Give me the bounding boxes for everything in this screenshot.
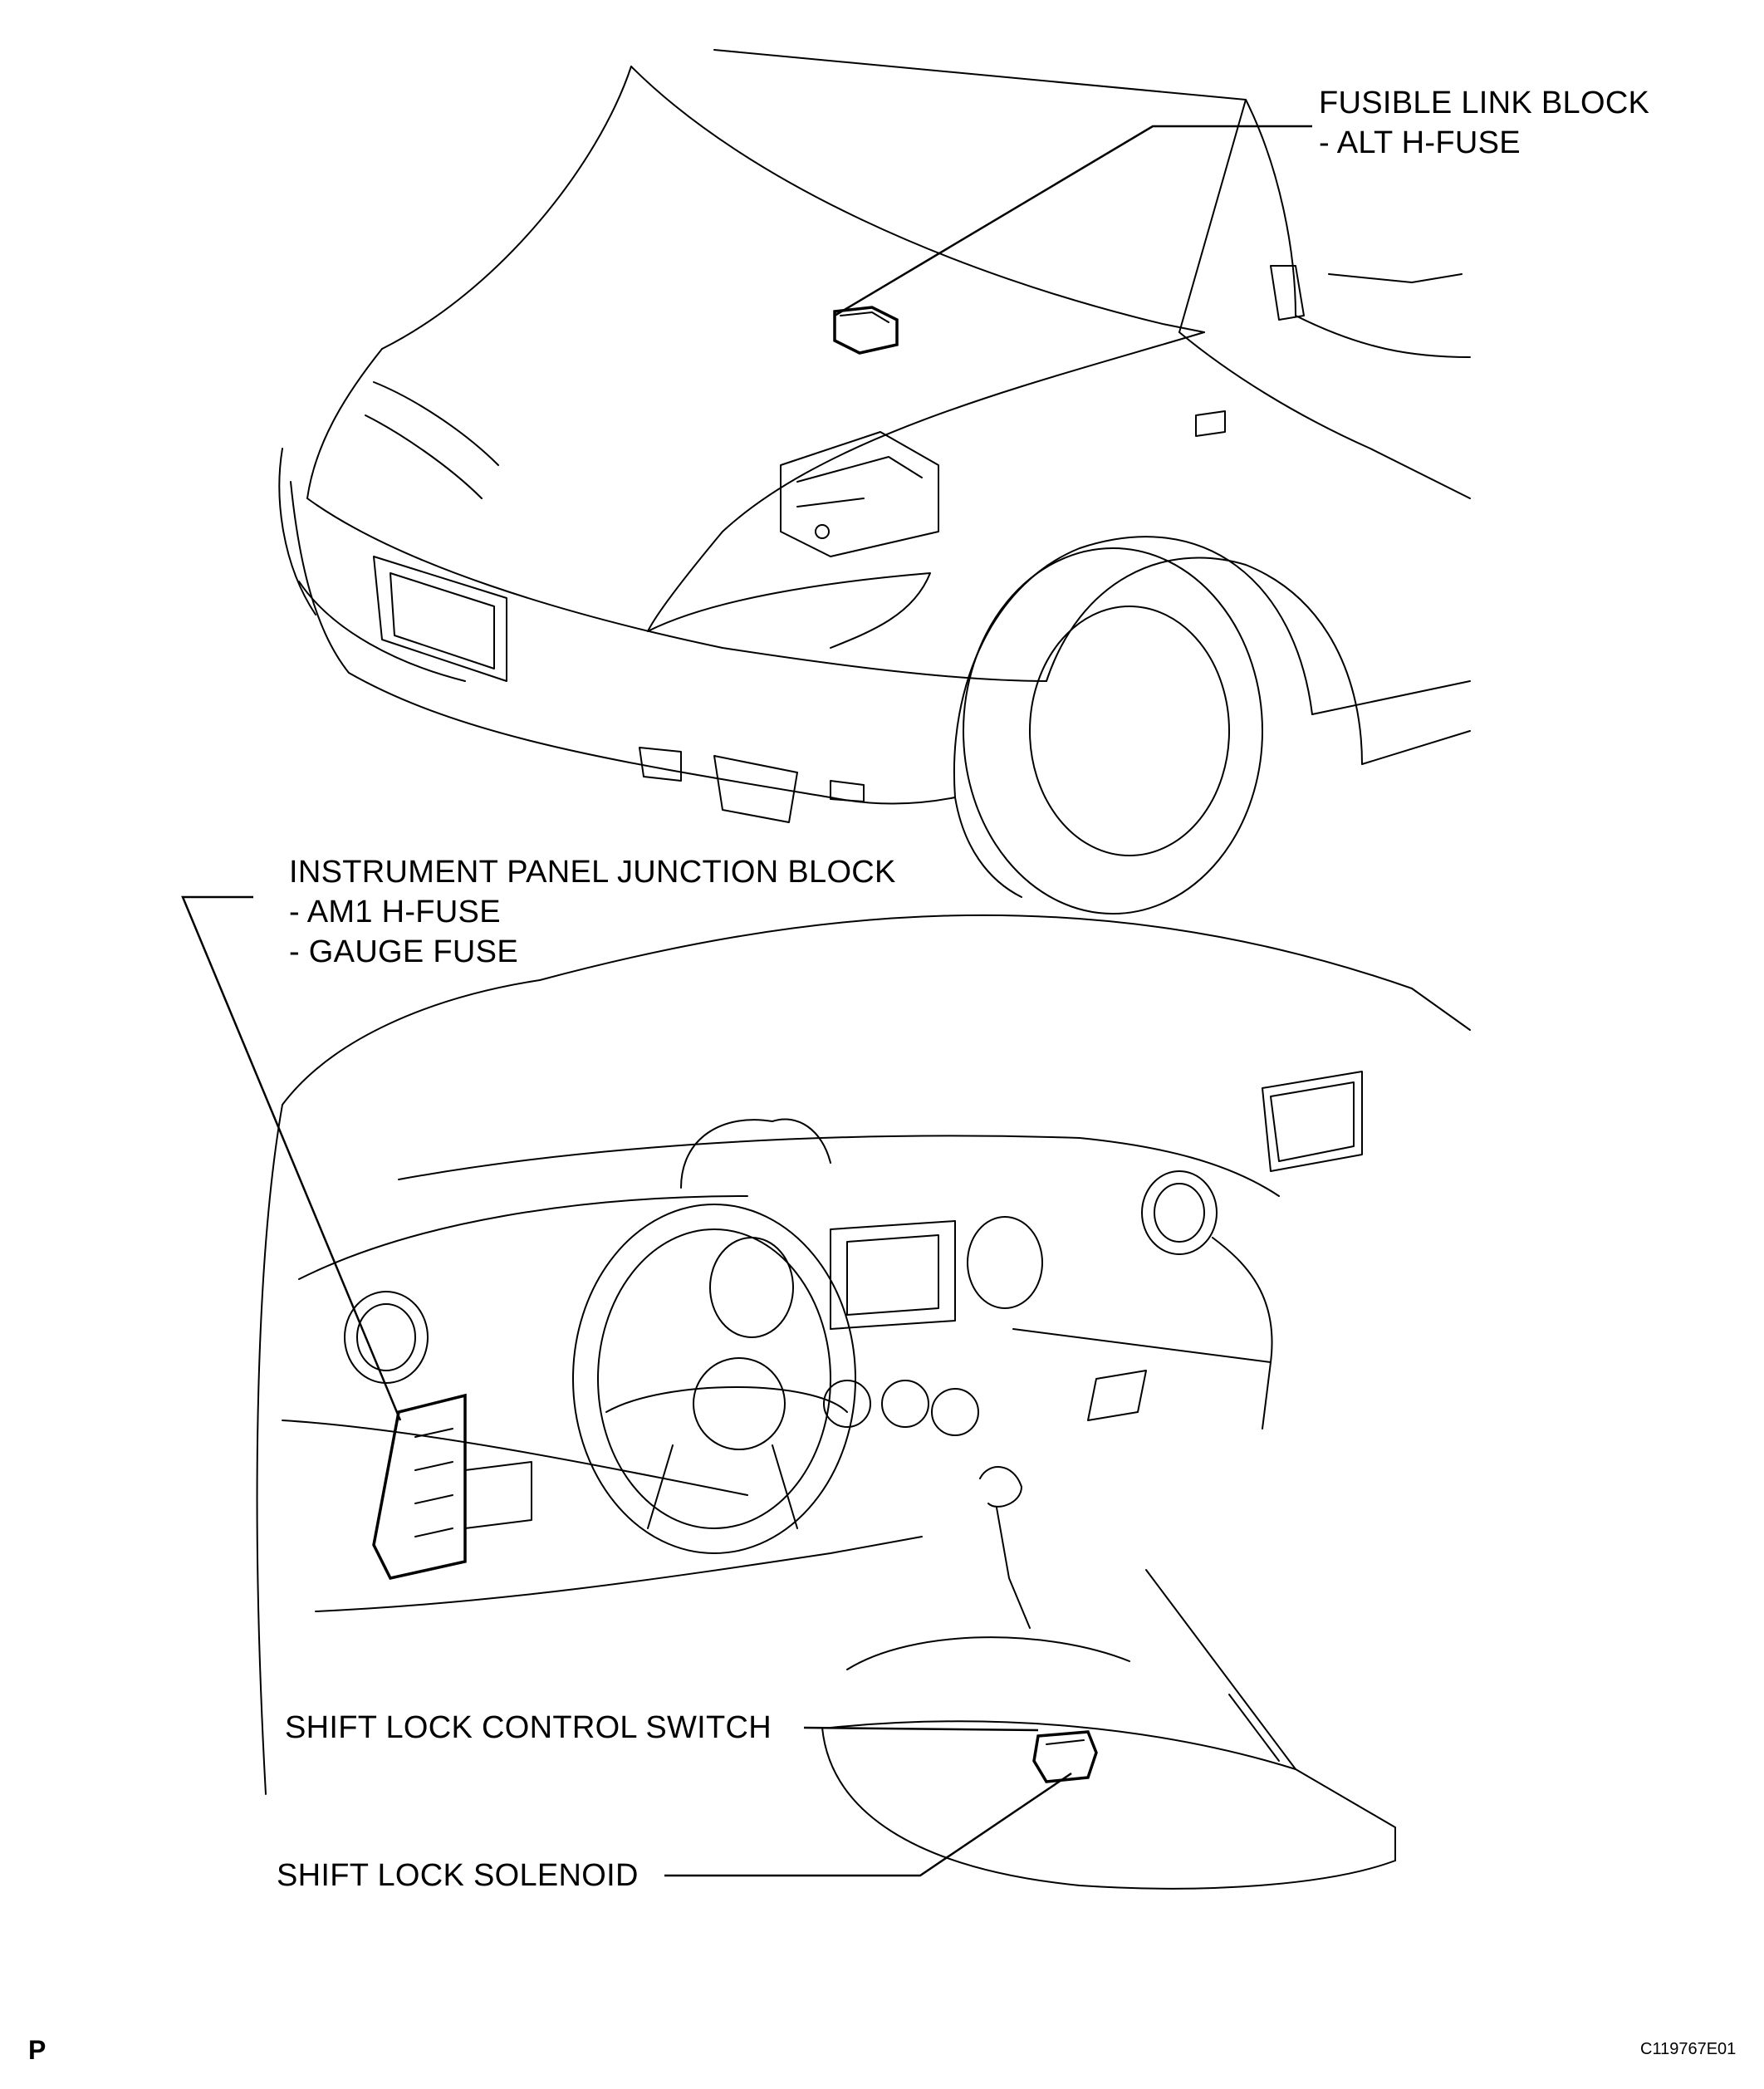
figure-code: C119767E01 <box>1640 2040 1737 2058</box>
fusible-link-item-alt: - ALT H-FUSE <box>1319 125 1521 160</box>
fusible-link-leader <box>834 125 1312 317</box>
fusible-link-title: FUSIBLE LINK BLOCK <box>1319 86 1650 120</box>
vehicle-front-illustration <box>278 49 1471 915</box>
ip-junction-label: INSTRUMENT PANEL JUNCTION BLOCK - AM1 H-… <box>289 852 896 972</box>
ip-junction-item-am1: - AM1 H-FUSE <box>289 895 501 929</box>
fusible-link-label: FUSIBLE LINK BLOCK - ALT H-FUSE <box>1319 83 1649 163</box>
instrument-panel-illustration <box>256 914 1471 1890</box>
ip-junction-item-gauge: - GAUGE FUSE <box>289 934 518 969</box>
ip-junction-title: INSTRUMENT PANEL JUNCTION BLOCK <box>289 855 896 890</box>
shift-lock-solenoid-label: SHIFT LOCK SOLENOID <box>277 1858 639 1893</box>
shift-solenoid-leader <box>664 1772 1072 1877</box>
shift-lock-switch-label: SHIFT LOCK CONTROL SWITCH <box>285 1710 772 1745</box>
ip-junction-leader <box>181 895 402 1421</box>
page-mark: P <box>28 2035 47 2065</box>
shift-switch-leader <box>803 1726 1039 1732</box>
